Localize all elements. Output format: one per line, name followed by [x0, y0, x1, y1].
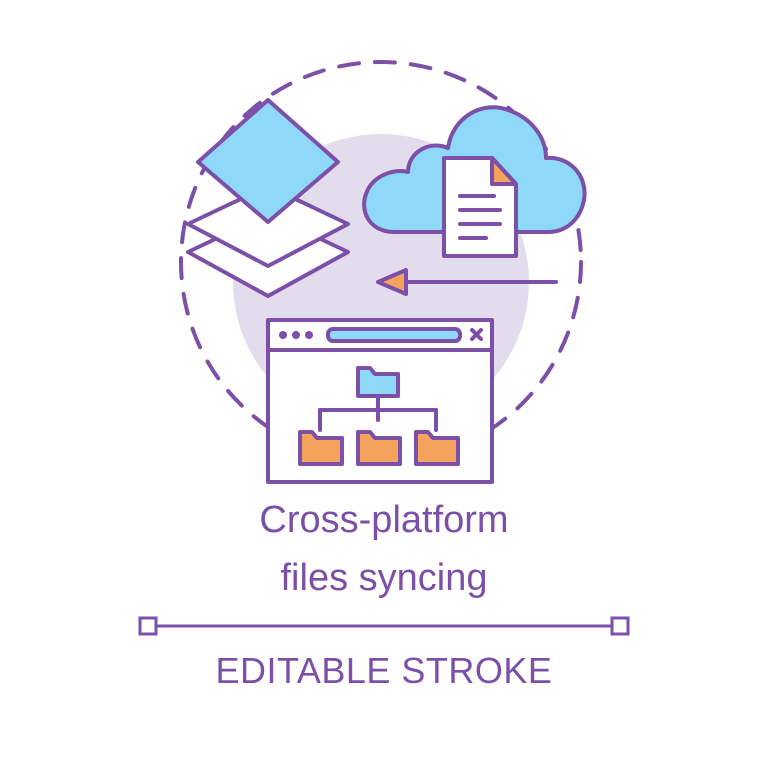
- title-line-1: Cross-platform: [259, 499, 509, 541]
- folder-tree-icon: [298, 366, 460, 466]
- subtitle: EDITABLE STROKE: [215, 650, 553, 691]
- title-line-2: files syncing: [280, 557, 488, 599]
- document-icon: [442, 156, 518, 258]
- layers-icon: [186, 98, 350, 298]
- editable-stroke-line: [138, 616, 630, 636]
- dashed-ring: [179, 60, 583, 464]
- sync-arrow-icon: [376, 268, 558, 296]
